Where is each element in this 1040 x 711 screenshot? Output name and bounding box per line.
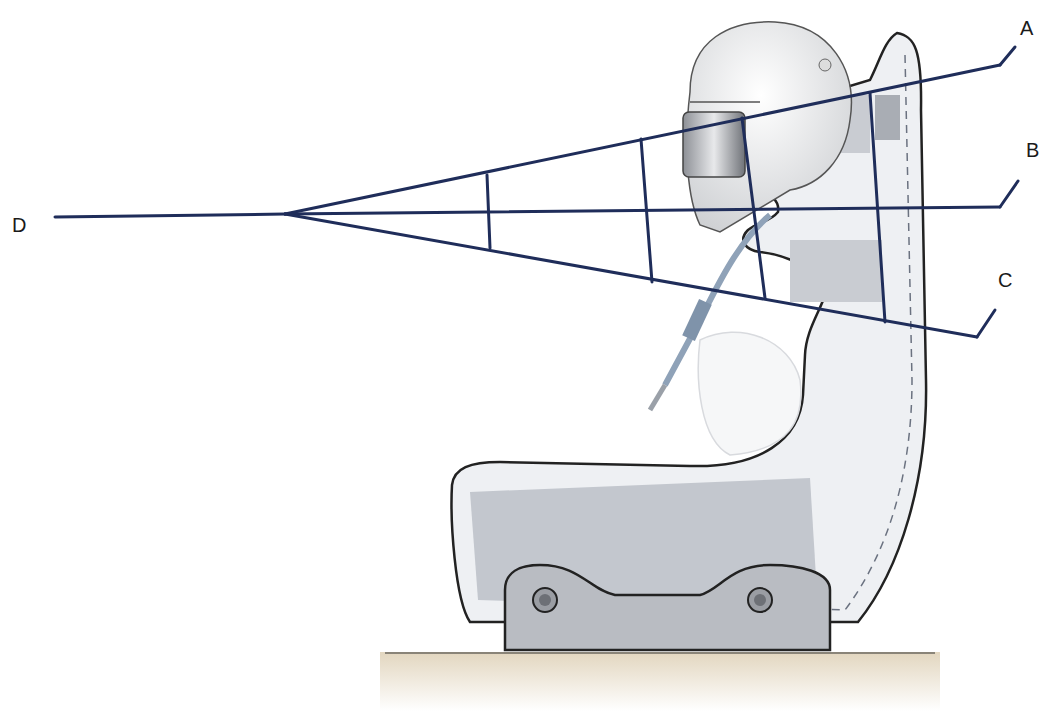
point-label: D xyxy=(12,215,26,235)
seat-shell xyxy=(452,33,927,622)
point-label: A xyxy=(1020,18,1033,38)
helmet-visor xyxy=(683,112,745,177)
point-label: B xyxy=(1026,140,1039,160)
point-label: C xyxy=(998,270,1012,290)
sight-lines xyxy=(55,47,1018,337)
seat-mount xyxy=(505,565,830,650)
floor xyxy=(380,652,940,711)
